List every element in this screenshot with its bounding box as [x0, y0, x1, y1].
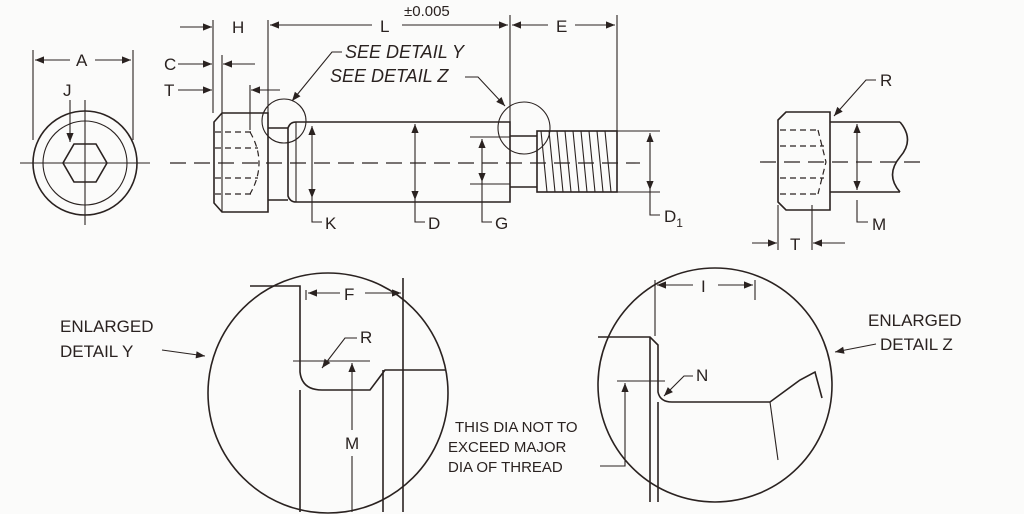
see-detail-y-label: SEE DETAIL Y: [345, 42, 466, 62]
dim-label-m-end: M: [872, 215, 886, 234]
enlarged-detail-z: I N THIS DIA NOT TO EXCEED MAJOR DIA OF …: [448, 267, 962, 503]
dim-label-j: J: [63, 81, 72, 100]
enlarged-detail-z-label-1: ENLARGED: [868, 311, 962, 330]
enlarged-detail-y-label-1: ENLARGED: [60, 317, 154, 336]
dim-label-t-end: T: [790, 235, 800, 254]
dim-label-n: N: [696, 366, 708, 385]
dim-label-k: K: [325, 214, 337, 233]
note-line-3: DIA OF THREAD: [448, 459, 563, 476]
see-detail-z-label: SEE DETAIL Z: [330, 66, 449, 86]
enlarged-detail-y: F R M ENLARGED DETAIL Y: [60, 272, 449, 514]
dim-label-h: H: [232, 18, 244, 37]
enlarged-detail-z-label-2: DETAIL Z: [880, 335, 953, 354]
dim-label-g: G: [495, 214, 508, 233]
note-line-1: THIS DIA NOT TO: [455, 419, 578, 436]
tolerance-label: ±0.005: [404, 3, 450, 20]
dim-label-d1: D1: [664, 207, 683, 230]
dim-label-r-y: R: [360, 328, 372, 347]
dim-label-a: A: [76, 51, 88, 70]
dim-label-f: F: [344, 285, 354, 304]
note-line-2: EXCEED MAJOR: [448, 439, 567, 456]
dim-label-m-y: M: [345, 434, 359, 453]
dim-label-i: I: [701, 277, 706, 296]
head-side-view: R M T: [752, 71, 920, 254]
dim-label-l: L: [380, 17, 389, 36]
detail-y-circle: [261, 98, 307, 144]
dim-label-c: C: [164, 55, 176, 74]
dim-label-d: D: [428, 214, 440, 233]
side-view: H C T L ±0.005 E SEE DETAIL Y SEE DETAIL…: [164, 3, 683, 233]
dim-label-r-end: R: [880, 71, 892, 90]
detail-z-circle: [497, 101, 551, 155]
end-view-head: A J: [20, 50, 150, 225]
enlarged-detail-y-label-2: DETAIL Y: [60, 342, 133, 361]
dim-label-t: T: [164, 81, 174, 100]
dim-label-e: E: [556, 17, 567, 36]
